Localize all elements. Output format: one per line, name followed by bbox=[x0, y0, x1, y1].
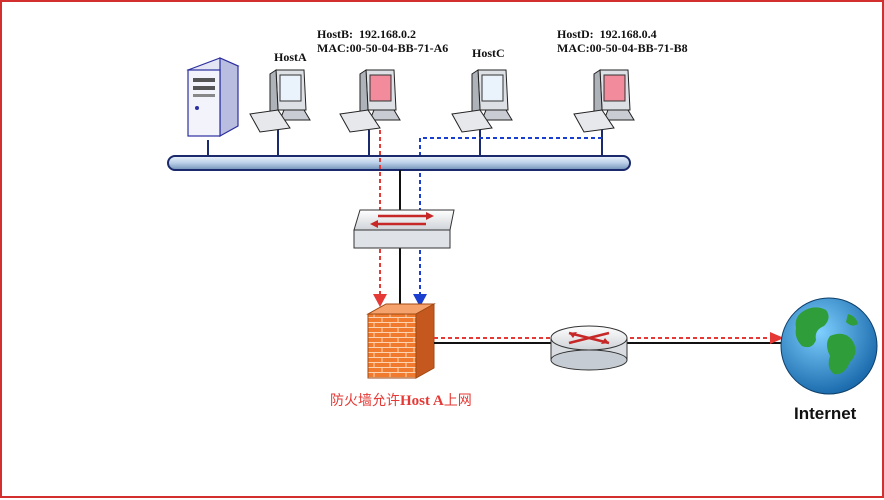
hosta-computer-icon bbox=[249, 69, 311, 133]
server-icon bbox=[186, 57, 240, 138]
hostc-computer-icon bbox=[451, 69, 513, 133]
internet-label: Internet bbox=[794, 404, 857, 423]
hosta-label: HostA bbox=[274, 50, 307, 64]
hostb-computer-icon bbox=[339, 69, 401, 133]
switch bbox=[353, 209, 455, 249]
blue-path-hostd bbox=[419, 137, 602, 294]
hostc-label: HostC bbox=[472, 46, 505, 60]
firewall-note: 防火墙允许Host A上网 bbox=[330, 390, 472, 410]
hostd-name: HostD: bbox=[557, 27, 594, 41]
hostb-label: HostB: 192.168.0.2 MAC:00-50-04-BB-71-A6 bbox=[317, 27, 448, 55]
hostb-ip: 192.168.0.2 bbox=[359, 27, 416, 41]
blue-arrow-head bbox=[413, 294, 427, 307]
hostd-label: HostD: 192.168.0.4 MAC:00-50-04-BB-71-B8 bbox=[557, 27, 688, 55]
hostd-computer-icon bbox=[573, 69, 635, 133]
firewall-note-host: Host A bbox=[400, 393, 444, 409]
wan-arrow-head bbox=[770, 332, 784, 344]
hostd-ip: 192.168.0.4 bbox=[599, 27, 657, 41]
firewall bbox=[366, 303, 436, 379]
red-arrow-head bbox=[373, 294, 387, 307]
hostb-mac: MAC:00-50-04-BB-71-A6 bbox=[317, 41, 449, 55]
internet-globe-icon bbox=[780, 297, 878, 395]
hostd-mac: MAC:00-50-04-BB-71-B8 bbox=[557, 41, 688, 55]
hostb-name: HostB: bbox=[317, 27, 353, 41]
firewall-note-prefix: 防火墙允许 bbox=[330, 393, 400, 409]
lan-bus bbox=[167, 155, 631, 171]
router bbox=[550, 325, 628, 371]
firewall-note-suffix: 上网 bbox=[443, 393, 472, 409]
